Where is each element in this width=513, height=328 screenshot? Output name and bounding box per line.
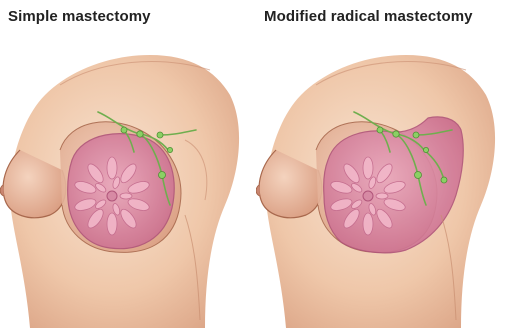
nipple bbox=[107, 191, 117, 201]
simple-mastectomy-panel: Simple mastectomy bbox=[0, 0, 256, 328]
simple-mastectomy-illustration bbox=[0, 0, 256, 328]
modified-radical-mastectomy-illustration bbox=[256, 0, 513, 328]
nipple bbox=[363, 191, 373, 201]
modified-radical-mastectomy-panel: Modified radical mastectomy bbox=[256, 0, 513, 328]
